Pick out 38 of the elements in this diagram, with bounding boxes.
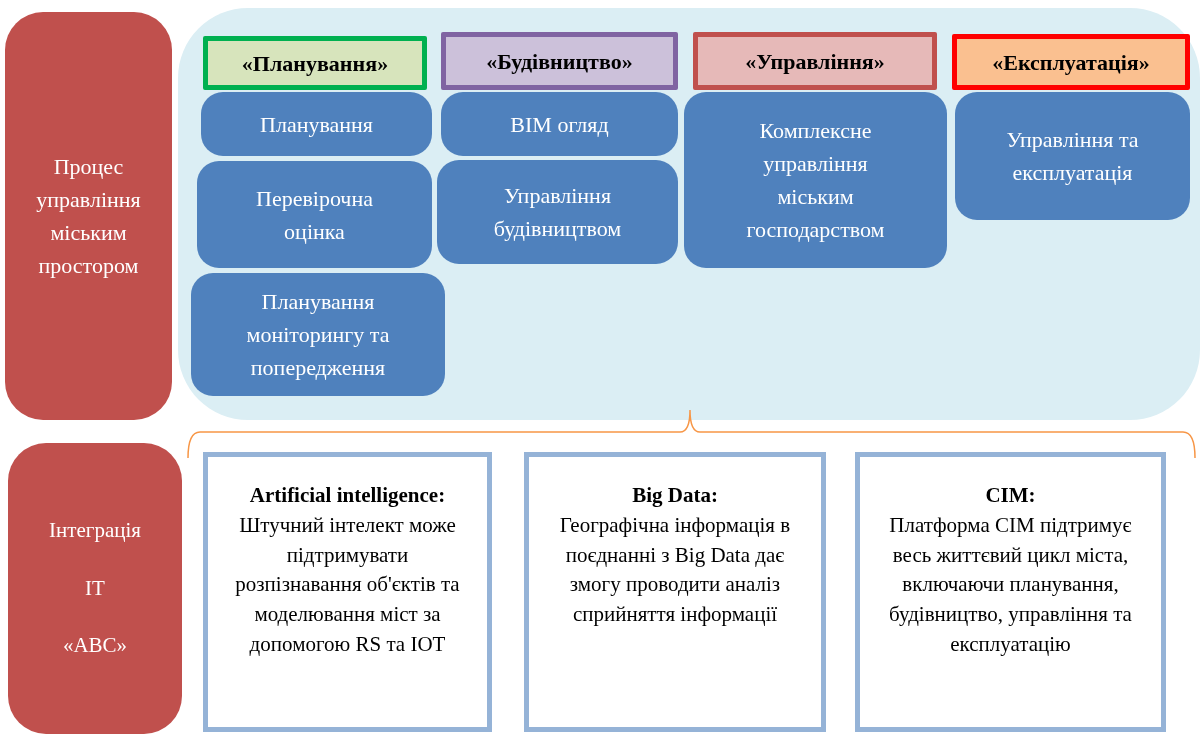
process-box <box>437 160 678 264</box>
process-box <box>191 273 445 396</box>
panel-background <box>178 8 1200 420</box>
header-box <box>693 32 937 90</box>
info-box <box>203 452 492 732</box>
header-label: «Управління» <box>745 47 885 76</box>
header-label: «Планування» <box>241 49 389 78</box>
process-box <box>197 161 432 268</box>
label: BIM огляд <box>510 110 609 139</box>
label: Перевірочна оцінка <box>255 184 374 246</box>
process-box <box>5 12 172 420</box>
process-box <box>201 92 432 156</box>
label: Процес управління міським простором <box>35 153 142 280</box>
label: Управління та експлуатація <box>1005 126 1140 187</box>
label: Платформа CIM підтримує весь життєвий цикл міста, включаючи планування, будівництво, управління та експлуатацію <box>888 511 1133 659</box>
label: Управління будівництвом <box>492 182 623 243</box>
header-box <box>203 36 427 90</box>
header-label: «Експлуатація» <box>992 48 1150 77</box>
label: Комплексне управління міським господарством <box>745 117 886 244</box>
heading: CIM: <box>985 482 1036 509</box>
info-box <box>524 452 826 732</box>
process-box <box>8 443 182 734</box>
label: «ABC» <box>62 632 128 660</box>
heading: Big Data: <box>632 482 718 509</box>
header-label: «Будівництво» <box>486 47 633 76</box>
header-box <box>952 34 1190 90</box>
label: Географічна інформація в поєднанні з Big Data дає змогу проводити аналіз сприйняття інформації <box>558 511 792 629</box>
label: IT <box>85 574 105 602</box>
process-box <box>684 92 947 268</box>
header-box <box>441 32 678 90</box>
info-box <box>855 452 1166 732</box>
heading: Artificial intelligence: <box>249 482 446 509</box>
label: Планування моніторингу та попередження <box>245 288 391 382</box>
process-box <box>441 92 678 156</box>
label: Інтеграція <box>49 517 141 545</box>
process-box <box>955 92 1190 220</box>
label: Штучний інтелект може підтримувати розпізнавання об'єктів та моделювання міст за допомогою RS та IOT <box>234 511 461 659</box>
label: Планування <box>260 110 373 139</box>
